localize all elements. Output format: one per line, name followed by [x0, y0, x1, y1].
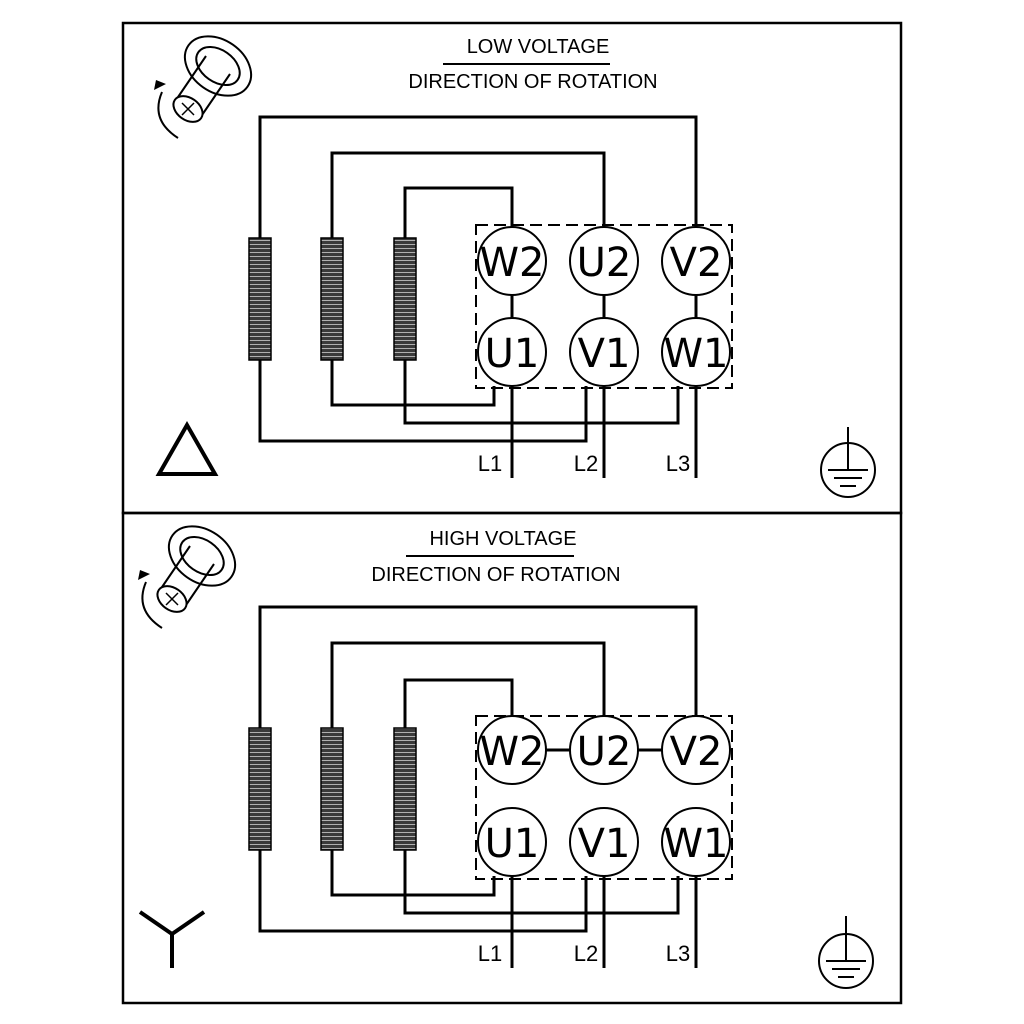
line-label-l2: L2 — [574, 451, 598, 476]
coil-v — [320, 727, 344, 851]
terminal-w2: W2 — [477, 226, 547, 296]
terminal-u1: U1 — [477, 317, 547, 387]
terminal-v2: V2 — [661, 715, 731, 785]
panel-subtitle: DIRECTION OF ROTATION — [408, 71, 657, 93]
coil-v — [320, 237, 344, 361]
delta-links — [510, 293, 698, 318]
panel-low-voltage: LOW VOLTAGE DIRECTION OF ROTATION — [121, 21, 903, 515]
terminal-v1: V1 — [569, 317, 639, 387]
terminal-u2: U2 — [569, 226, 639, 296]
panel-title: LOW VOLTAGE — [467, 36, 610, 58]
coil-u — [248, 727, 272, 851]
panel-subtitle: DIRECTION OF ROTATION — [371, 564, 620, 586]
panel-high-voltage: HIGH VOLTAGE DIRECTION OF ROTATION — [121, 511, 903, 1005]
terminal-label: W1 — [664, 331, 729, 377]
supply-lines — [510, 386, 698, 478]
coil-u — [248, 237, 272, 361]
terminal-u1: U1 — [477, 807, 547, 877]
terminal-label: V2 — [670, 240, 723, 286]
star-icon — [138, 910, 206, 968]
terminal-label: U1 — [485, 331, 540, 377]
terminal-v2: V2 — [661, 226, 731, 296]
rotation-direction-icon — [154, 35, 253, 139]
terminal-w2: W2 — [477, 715, 547, 785]
terminal-u2: U2 — [569, 715, 639, 785]
winding-wires — [258, 605, 698, 933]
line-label-l1: L1 — [478, 941, 502, 966]
delta-icon — [155, 420, 219, 476]
coil-w — [393, 727, 417, 851]
supply-lines — [510, 876, 698, 968]
line-label-l2: L2 — [574, 941, 598, 966]
ground-icon — [818, 916, 874, 989]
coil-w — [393, 237, 417, 361]
panel-frame — [121, 511, 903, 1005]
winding-wires — [258, 115, 698, 443]
terminal-label: W2 — [480, 240, 545, 286]
terminal-label: V1 — [578, 331, 631, 377]
line-label-l1: L1 — [478, 451, 502, 476]
terminal-label: U2 — [577, 240, 632, 286]
terminal-label: V1 — [578, 821, 631, 867]
ground-icon — [820, 427, 876, 498]
terminal-w1: W1 — [661, 807, 731, 877]
terminal-w1: W1 — [661, 317, 731, 387]
terminal-v1: V1 — [569, 807, 639, 877]
terminal-label: W2 — [480, 729, 545, 775]
terminal-label: V2 — [670, 729, 723, 775]
terminal-label: U1 — [485, 821, 540, 867]
line-label-l3: L3 — [666, 451, 690, 476]
terminal-label: U2 — [577, 729, 632, 775]
panel-title: HIGH VOLTAGE — [429, 528, 576, 550]
line-label-l3: L3 — [666, 941, 690, 966]
rotation-direction-icon — [138, 525, 237, 629]
terminal-label: W1 — [664, 821, 729, 867]
